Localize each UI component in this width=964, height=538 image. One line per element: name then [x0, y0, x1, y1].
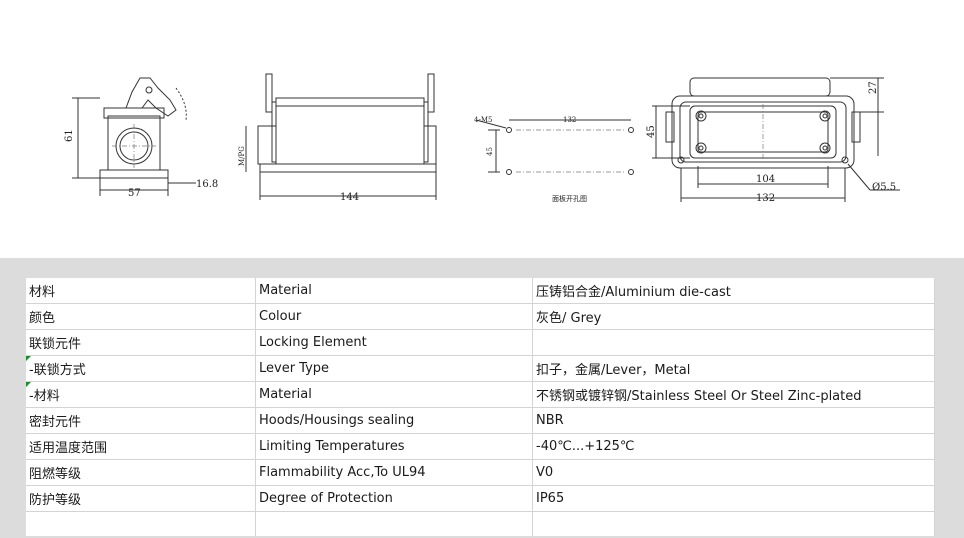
- spec-chinese-cell: -材料: [26, 381, 256, 408]
- spec-value-cell: 灰色/ Grey: [532, 303, 935, 330]
- top-lever-label: 27: [868, 81, 879, 94]
- top-view: [652, 77, 900, 202]
- spec-english-cell: Flammability Acc,To UL94: [255, 459, 533, 486]
- panel-cutout-view: [475, 119, 634, 175]
- top-inner-width-label: 104: [756, 174, 775, 185]
- empty-cell: [26, 511, 256, 536]
- front-length-label: 144: [340, 192, 359, 203]
- spec-chinese-label: 适用温度范围: [29, 441, 108, 456]
- spec-chinese-label: 材料: [29, 285, 56, 300]
- table-row-empty: [26, 511, 935, 536]
- spec-value-cell: -40℃...+125℃: [532, 433, 935, 460]
- table-row: 联锁元件 Locking Element: [26, 329, 935, 356]
- table-row: 颜色 Colour 灰色/ Grey: [26, 303, 935, 330]
- spec-value-cell: 不锈钢或镀锌钢/Stainless Steel Or Steel Zinc-pl…: [532, 381, 935, 408]
- spec-chinese-label: -联锁方式: [29, 363, 86, 378]
- spec-table: 材料 Material 压铸铝合金/Aluminium die-cast 颜色 …: [26, 278, 935, 536]
- spec-section: 材料 Material 压铸铝合金/Aluminium die-cast 颜色 …: [0, 258, 964, 538]
- spec-chinese-cell: 阻燃等级: [26, 459, 256, 486]
- spec-chinese-cell: 适用温度范围: [26, 433, 256, 460]
- spec-chinese-label: 阻燃等级: [29, 467, 82, 482]
- cutout-screws-label: 4-M5: [474, 116, 492, 124]
- spec-english-cell: Degree of Protection: [255, 485, 533, 512]
- spec-english-cell: Colour: [255, 303, 533, 330]
- spec-chinese-cell: 材料: [26, 278, 256, 304]
- spec-chinese-cell: 防护等级: [26, 485, 256, 512]
- top-outer-width-label: 132: [756, 193, 775, 204]
- side-lever-label: 16.8: [196, 179, 218, 190]
- table-row: 材料 Material 压铸铝合金/Aluminium die-cast: [26, 278, 935, 304]
- spec-chinese-cell: 密封元件: [26, 407, 256, 434]
- spec-chinese-cell: -联锁方式: [26, 355, 256, 382]
- table-row: 适用温度范围 Limiting Temperatures -40℃...+125…: [26, 433, 935, 460]
- empty-cell: [532, 511, 935, 536]
- table-row: 防护等级 Degree of Protection IP65: [26, 485, 935, 512]
- spec-chinese-label: -材料: [29, 389, 60, 404]
- spec-value-cell: V0: [532, 459, 935, 486]
- table-row: -材料 Material 不锈钢或镀锌钢/Stainless Steel Or …: [26, 381, 935, 408]
- spec-chinese-label: 颜色: [29, 311, 56, 326]
- table-row: -联锁方式 Lever Type 扣子，金属/Lever，Metal: [26, 355, 935, 382]
- front-thread-label: M/PG: [238, 146, 246, 166]
- spec-value-cell: 扣子，金属/Lever，Metal: [532, 355, 935, 382]
- comment-flag-icon: [26, 356, 31, 361]
- top-height-label: 45: [646, 125, 657, 138]
- spec-chinese-cell: 联锁元件: [26, 329, 256, 356]
- spec-chinese-label: 联锁元件: [29, 337, 82, 352]
- empty-cell: [255, 511, 533, 536]
- spec-english-cell: Locking Element: [255, 329, 533, 356]
- spec-value-cell: NBR: [532, 407, 935, 434]
- spec-value-cell: 压铸铝合金/Aluminium die-cast: [532, 278, 935, 304]
- comment-flag-icon: [26, 382, 31, 387]
- spec-english-cell: Material: [255, 278, 533, 304]
- cutout-h-spacing-label: 132: [563, 116, 576, 124]
- cutout-caption: 面板开孔图: [552, 194, 587, 203]
- side-height-label: 61: [64, 129, 75, 142]
- top-hole-label: Ø5.5: [872, 182, 896, 193]
- cutout-v-spacing-label: 45: [486, 147, 494, 156]
- spec-chinese-label: 防护等级: [29, 493, 82, 508]
- spec-chinese-label: 密封元件: [29, 415, 82, 430]
- side-width-label: 57: [128, 188, 141, 199]
- spec-table-body: 材料 Material 压铸铝合金/Aluminium die-cast 颜色 …: [26, 278, 935, 536]
- spec-value-cell: [532, 329, 935, 356]
- technical-drawing: 61 57 16.8 144 M/PG 4-M5 132 45 面板开孔图 45…: [0, 0, 964, 258]
- spec-english-cell: Lever Type: [255, 355, 533, 382]
- spec-english-cell: Hoods/Housings sealing: [255, 407, 533, 434]
- front-view: [245, 73, 437, 200]
- spec-value-cell: IP65: [532, 485, 935, 512]
- table-row: 阻燃等级 Flammability Acc,To UL94 V0: [26, 459, 935, 486]
- spec-english-cell: Material: [255, 381, 533, 408]
- spec-english-cell: Limiting Temperatures: [255, 433, 533, 460]
- spec-chinese-cell: 颜色: [26, 303, 256, 330]
- drawing-canvas: 61 57 16.8 144 M/PG 4-M5 132 45 面板开孔图 45…: [64, 73, 900, 204]
- table-row: 密封元件 Hoods/Housings sealing NBR: [26, 407, 935, 434]
